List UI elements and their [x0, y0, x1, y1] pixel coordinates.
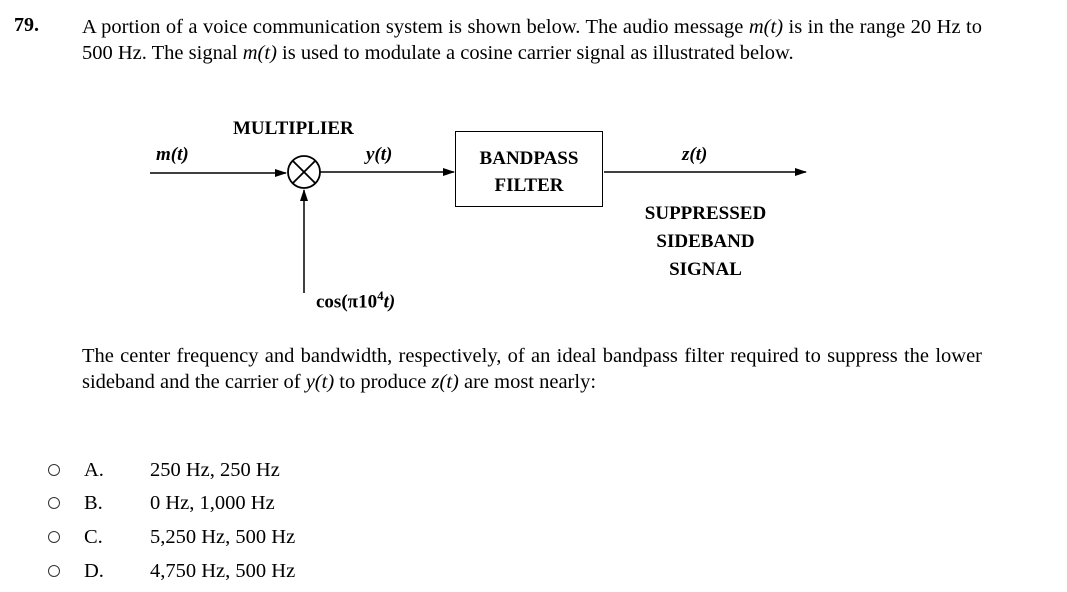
input-signal-label: m(t) [156, 144, 189, 165]
question-number: 79. [14, 14, 39, 36]
option-a-text: 250 Hz, 250 Hz [150, 458, 280, 481]
question-prompt: The center frequency and bandwidth, resp… [82, 345, 982, 393]
option-d-text: 4,750 Hz, 500 Hz [150, 559, 296, 582]
output-desc-line2: SIDEBAND [656, 231, 755, 252]
output-desc-line3: SIGNAL [669, 259, 742, 280]
option-c-radio[interactable] [48, 531, 60, 543]
question-intro: A portion of a voice communication syste… [82, 16, 982, 64]
option-c-letter: C. [84, 525, 103, 548]
mixer-output-label: y(t) [366, 144, 393, 165]
option-d-letter: D. [84, 559, 104, 582]
option-a-radio[interactable] [48, 464, 60, 476]
option-b-radio[interactable] [48, 497, 60, 509]
filter-label-line2: FILTER [494, 175, 564, 196]
option-b-letter: B. [84, 491, 103, 514]
multiplier-label: MULTIPLIER [233, 118, 354, 139]
carrier-label: cos(π104t) [316, 288, 396, 313]
multiplier-icon [287, 155, 321, 189]
option-a-letter: A. [84, 458, 104, 481]
bandpass-filter-block: BANDPASS FILTER [455, 131, 603, 207]
option-b-text: 0 Hz, 1,000 Hz [150, 491, 275, 514]
option-d-radio[interactable] [48, 565, 60, 577]
output-desc-line1: SUPPRESSED [644, 203, 767, 224]
output-description: SUPPRESSED SIDEBAND SIGNAL [618, 200, 793, 284]
output-signal-label: z(t) [682, 144, 708, 165]
option-c-text: 5,250 Hz, 500 Hz [150, 525, 296, 548]
filter-label-line1: BANDPASS [479, 148, 579, 169]
